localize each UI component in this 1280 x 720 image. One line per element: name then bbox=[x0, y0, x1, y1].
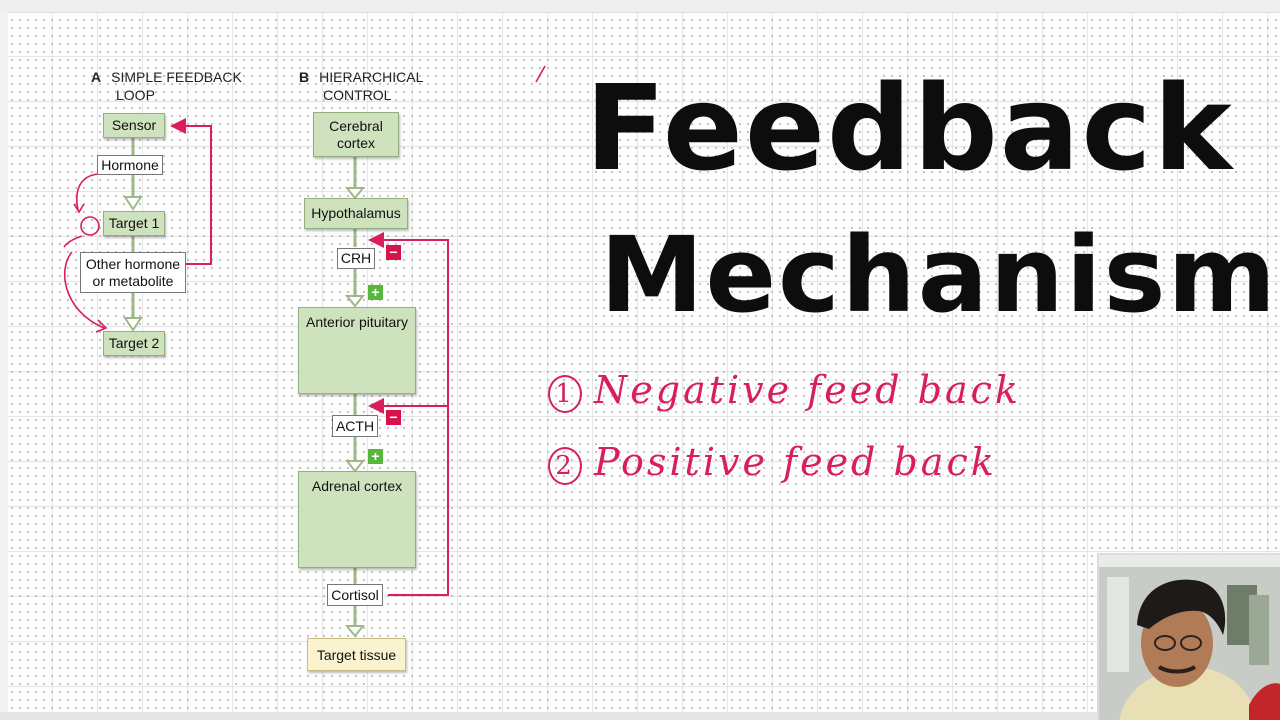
panel-a-title-line1: SIMPLE FEEDBACK bbox=[111, 69, 242, 85]
acth-inhibit-sign: − bbox=[386, 410, 401, 425]
other-hormone-line2: or metabolite bbox=[92, 272, 174, 289]
target2-label: Target 2 bbox=[108, 335, 160, 351]
sensor-box: Sensor bbox=[103, 113, 165, 138]
title-line2: Mechanism bbox=[600, 214, 1278, 336]
panel-b-title-line2: CONTROL bbox=[323, 87, 392, 103]
panel-b-letter: B bbox=[299, 69, 310, 85]
cerebral-cortex-box: Cerebral cortex bbox=[313, 112, 399, 157]
other-hormone-box: Other hormone or metabolite bbox=[80, 252, 186, 293]
adrenal-cortex-label: Adrenal cortex bbox=[311, 478, 403, 494]
target1-label: Target 1 bbox=[108, 215, 160, 231]
note1-number: 1 bbox=[548, 374, 582, 413]
target2-box: Target 2 bbox=[103, 331, 165, 356]
cortisol-box: Cortisol bbox=[327, 584, 383, 606]
note1-text: Negative feed back bbox=[594, 368, 1021, 412]
hormone-box: Hormone bbox=[97, 155, 163, 175]
hypothalamus-label: Hypothalamus bbox=[311, 205, 401, 221]
crh-box: CRH bbox=[337, 248, 375, 269]
hormone-label: Hormone bbox=[101, 156, 159, 173]
panel-a-arrowheads bbox=[123, 196, 143, 332]
panel-b-feedback-outer bbox=[368, 232, 449, 596]
panel-b-heading: B HIERARCHICAL CONTROL bbox=[299, 68, 423, 104]
presenter-video bbox=[1099, 555, 1280, 720]
anterior-pituitary-label: Anterior pituitary bbox=[306, 314, 408, 330]
other-hormone-line1: Other hormone bbox=[85, 255, 181, 272]
webcam-overlay bbox=[1097, 553, 1280, 720]
acth-box: ACTH bbox=[332, 415, 378, 437]
note2-number: 2 bbox=[548, 446, 582, 485]
target1-box: Target 1 bbox=[103, 211, 165, 236]
crh-inhibit-sign: − bbox=[386, 245, 401, 260]
top-toolbar-strip bbox=[0, 0, 1280, 13]
hypothalamus-box: Hypothalamus bbox=[304, 198, 408, 229]
acth-label: ACTH bbox=[335, 417, 375, 434]
title-line1: Feedback bbox=[585, 59, 1234, 197]
target-tissue-label: Target tissue bbox=[316, 646, 397, 663]
sensor-label: Sensor bbox=[111, 117, 157, 133]
panel-b-arrowheads bbox=[344, 187, 366, 638]
target-tissue-box: Target tissue bbox=[307, 638, 406, 671]
left-edge-strip bbox=[0, 12, 8, 720]
panel-a-heading: A SIMPLE FEEDBACK LOOP bbox=[91, 68, 242, 104]
panel-a-feedback-line bbox=[170, 118, 212, 265]
note-positive-feedback: 2 Positive feed back bbox=[548, 440, 997, 485]
adrenal-cortex-box: Adrenal cortex bbox=[298, 471, 416, 568]
anterior-pituitary-box: Anterior pituitary bbox=[298, 307, 416, 394]
cerebral-line1: Cerebral bbox=[329, 117, 383, 134]
crh-label: CRH bbox=[340, 250, 372, 266]
panel-a-letter: A bbox=[91, 69, 102, 85]
crh-stimulate-sign: + bbox=[368, 285, 383, 300]
note2-text: Positive feed back bbox=[594, 440, 997, 484]
bottom-edge-strip bbox=[0, 712, 1280, 720]
acth-stimulate-sign: + bbox=[368, 449, 383, 464]
cortisol-label: Cortisol bbox=[331, 586, 379, 603]
note-negative-feedback: 1 Negative feed back bbox=[548, 368, 1021, 413]
pen-mark bbox=[535, 65, 546, 83]
grid-background bbox=[8, 12, 1280, 712]
cerebral-line2: cortex bbox=[336, 134, 376, 151]
hand-annotation-curves bbox=[63, 173, 108, 333]
panel-b-title-line1: HIERARCHICAL bbox=[319, 69, 424, 85]
panel-a-title-line2: LOOP bbox=[116, 87, 155, 103]
